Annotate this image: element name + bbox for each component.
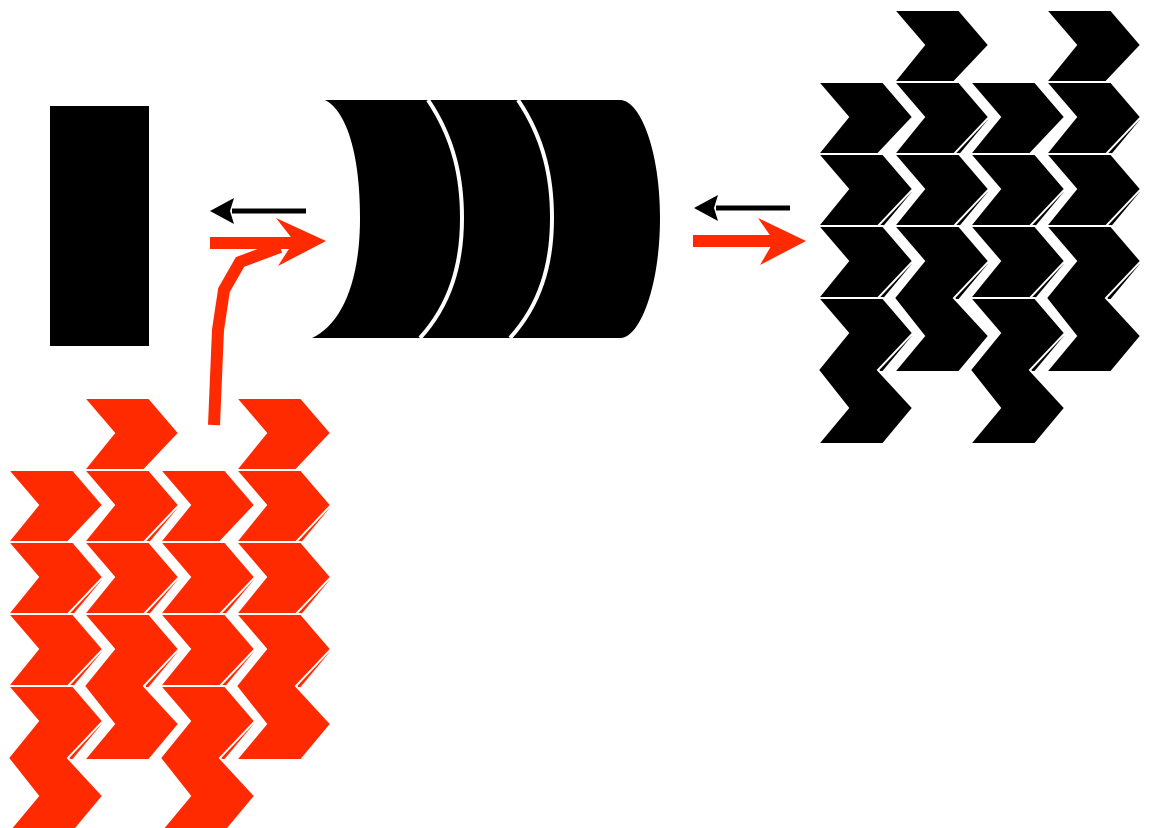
left-bidirectional-arrows-icon — [210, 198, 326, 266]
dark-block-icon — [50, 106, 149, 346]
cylinder-seam-2 — [508, 98, 555, 340]
accent-chevron-tiling-icon — [7, 397, 332, 828]
chevron-tile — [235, 613, 332, 761]
cylinder-body — [312, 100, 660, 338]
right-bidirectional-arrows-icon — [693, 195, 806, 265]
accent-right-arrow-icon — [210, 218, 326, 266]
dark-chevron-tiling-icon — [817, 9, 1142, 445]
cylinder-seam-1 — [418, 98, 465, 340]
curved-up-arrow-icon — [208, 241, 283, 426]
stacked-disc-cylinder-icon — [312, 98, 660, 340]
dark-left-arrow-icon — [694, 195, 790, 221]
dark-left-arrow-icon — [210, 198, 306, 224]
chevron-tile — [1045, 225, 1142, 373]
accent-right-arrow-icon — [693, 218, 806, 265]
